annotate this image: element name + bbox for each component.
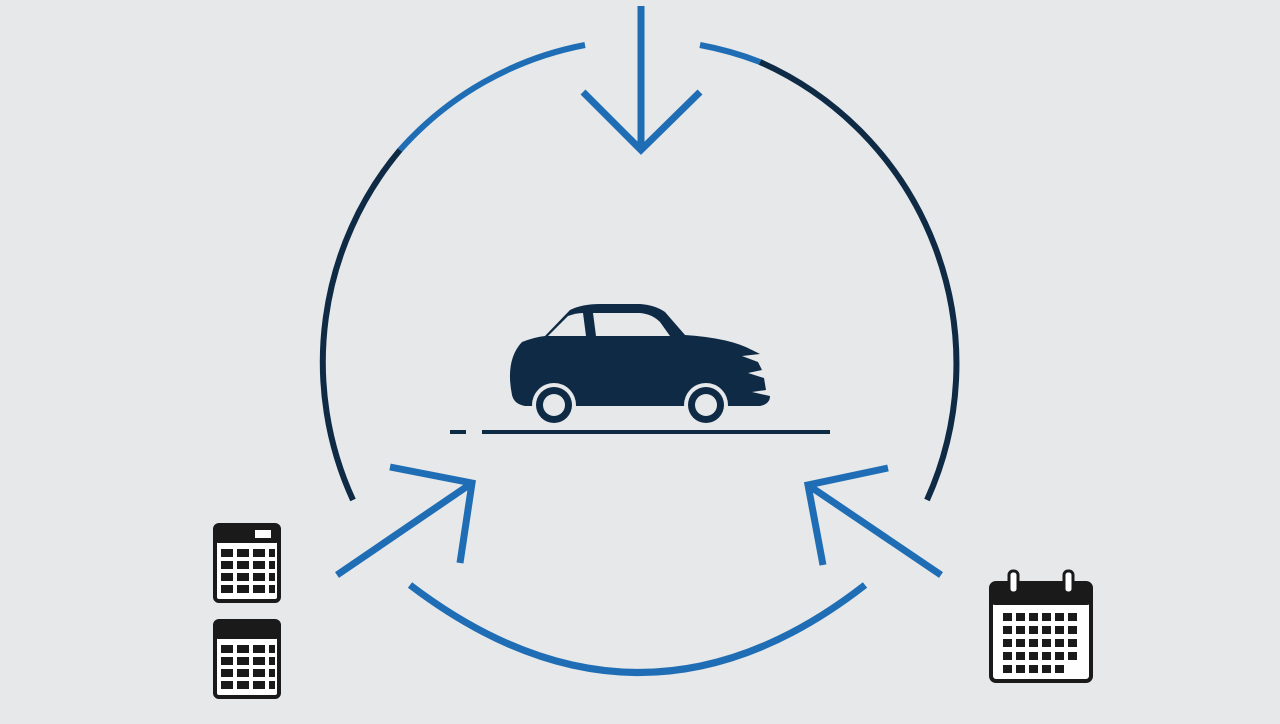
arc-top-left	[397, 42, 586, 152]
arc-top-right	[699, 42, 762, 65]
car-icon	[509, 304, 770, 427]
calendar-icon	[989, 569, 1093, 683]
arc-right	[758, 59, 960, 502]
arrow-lower-right	[803, 464, 943, 578]
calculator-icon	[213, 619, 281, 699]
arc-left	[319, 148, 403, 502]
arrow-lower-left	[335, 463, 476, 578]
arc-bottom	[407, 582, 868, 676]
calculator-icon	[213, 523, 281, 603]
arrow-top-down	[580, 6, 703, 155]
